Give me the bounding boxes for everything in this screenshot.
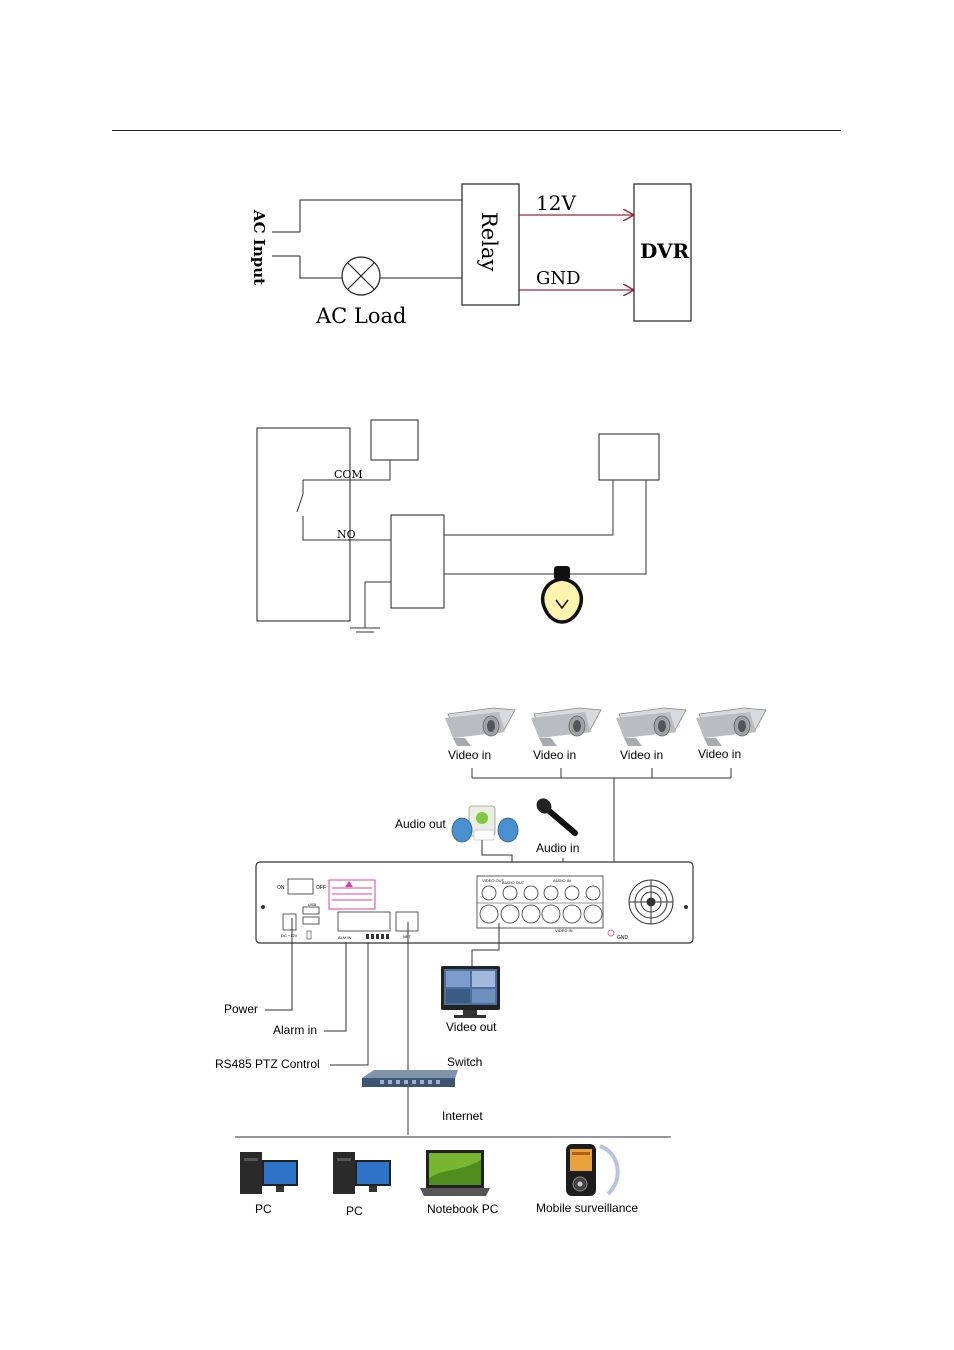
video-in-panel-label: VIDEO IN	[555, 928, 573, 933]
on-label: ON	[277, 885, 285, 891]
usb-label: USB	[308, 902, 317, 907]
gnd-panel-label: GND	[617, 935, 629, 941]
rs485-label: RS485 PTZ Control	[215, 1057, 320, 1071]
fan-grille-icon	[628, 879, 674, 925]
internet-label: Internet	[442, 1109, 483, 1123]
dvr-rear-panel: ON OFF USB DC +12V ALM IN	[255, 861, 694, 944]
alarm-leader	[324, 942, 347, 1032]
power-label: Power	[224, 1002, 258, 1016]
usb-port	[302, 906, 320, 915]
alarm-in-label: Alarm in	[273, 1023, 317, 1037]
microphone-icon	[536, 798, 578, 836]
bnc-connector	[481, 885, 497, 901]
dc-power-jack	[282, 913, 297, 931]
com-label: COM	[334, 468, 363, 481]
dvr-label: DVR	[640, 239, 690, 263]
ac-input-label: AC Input	[250, 209, 268, 285]
monitor-icon	[441, 966, 500, 1018]
relay-diagram: AC Input AC Load Relay 12V GND DVR	[250, 183, 692, 328]
mobile-device-icon	[566, 1144, 620, 1196]
pc-icon	[240, 1152, 298, 1194]
camera-icon	[531, 707, 602, 746]
audio-in-panel-label: AUDIO IN	[553, 878, 571, 883]
svg-text:ALM IN: ALM IN	[338, 935, 351, 940]
camera-icon	[445, 707, 516, 746]
relay-box	[461, 183, 520, 306]
camera-label: Video in	[698, 747, 741, 761]
power-leader	[265, 918, 293, 1011]
light-bulb-icon	[540, 566, 584, 624]
network-port	[395, 911, 419, 932]
relay-module-box	[390, 514, 445, 609]
bnc-connector	[562, 904, 582, 924]
client-label: Notebook PC	[427, 1202, 499, 1216]
camera-label: Video in	[448, 748, 491, 762]
power-switch	[287, 878, 314, 895]
client-label: PC	[346, 1204, 363, 1218]
no-label: NO	[337, 528, 356, 541]
network-switch-icon	[362, 1070, 458, 1087]
switch-contact	[296, 493, 304, 513]
bnc-connector	[583, 904, 603, 924]
relay-label: Relay	[477, 212, 501, 271]
ac-load-lamp-icon	[341, 256, 381, 296]
net-label: NET	[403, 934, 412, 939]
alarm-output-diagram: COM NO	[256, 419, 660, 633]
bnc-connector	[564, 885, 580, 901]
bnc-connector	[502, 885, 518, 901]
bnc-connector	[500, 904, 520, 924]
12v-label: 12V	[536, 191, 576, 215]
usb-port	[302, 916, 320, 925]
audio-in-label: Audio in	[536, 841, 579, 855]
bnc-connector	[585, 885, 601, 901]
camera-icon	[616, 707, 687, 746]
bnc-connector	[523, 885, 539, 901]
rs485-leader	[330, 942, 369, 1066]
dvr-box	[633, 183, 692, 322]
connection-diagram: Video in Video in Video in Video in Audi…	[215, 707, 767, 1218]
client-label: PC	[255, 1202, 272, 1216]
ac-supply-box	[598, 433, 660, 481]
off-label: OFF	[316, 885, 326, 891]
audio-out-label: Audio out	[395, 817, 446, 831]
client-label: Mobile surveillance	[536, 1201, 638, 1215]
camera-label: Video in	[620, 748, 663, 762]
bnc-connector-block	[476, 875, 604, 929]
gnd-label: GND	[536, 268, 581, 289]
alarm-terminal-block	[337, 911, 391, 932]
camera-icon	[696, 707, 767, 746]
camera-label: Video in	[533, 748, 576, 762]
pc-icon	[333, 1152, 391, 1194]
notebook-pc-icon	[420, 1150, 490, 1196]
dc-label: DC +12V	[281, 933, 298, 938]
bnc-connector	[541, 904, 561, 924]
ac-load-label: AC Load	[315, 304, 406, 328]
top-rule	[112, 130, 841, 131]
bnc-connector	[521, 904, 541, 924]
bnc-connector	[479, 904, 499, 924]
bnc-connector	[543, 885, 559, 901]
switch-label: Switch	[447, 1055, 482, 1069]
audio-out-panel-label: AUDIO OUT	[502, 880, 525, 885]
video-out-panel-label: VIDEO OUT	[482, 878, 505, 883]
power-source-box	[370, 419, 419, 461]
speakers-icon	[451, 805, 519, 843]
video-out-label: Video out	[446, 1020, 497, 1034]
video-out-leader	[471, 923, 500, 966]
